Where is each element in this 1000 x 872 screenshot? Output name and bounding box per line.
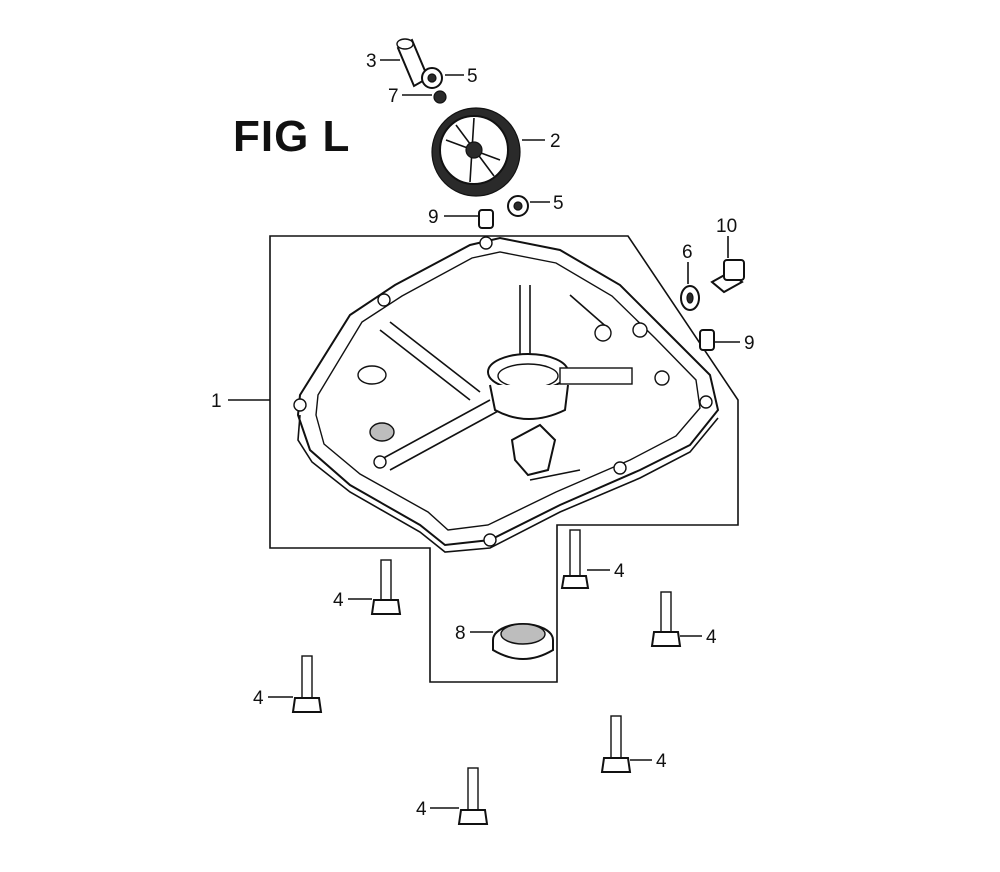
callout-9-right: 9 (744, 333, 755, 354)
clip[interactable] (433, 90, 447, 104)
bolt-e[interactable] (600, 715, 632, 773)
leader-lines (228, 59, 740, 809)
callout-4-f: 4 (416, 799, 427, 820)
bolt-a[interactable] (560, 529, 590, 589)
callout-7: 7 (388, 86, 399, 107)
bolt-d[interactable] (291, 655, 323, 713)
washer-lower[interactable] (507, 195, 529, 217)
callout-4-e: 4 (656, 751, 667, 772)
gear[interactable] (431, 107, 521, 197)
bolt-c[interactable] (650, 591, 682, 647)
callout-4-c: 4 (706, 627, 717, 648)
gasket-washer[interactable] (680, 285, 700, 311)
washer-top[interactable] (421, 67, 443, 89)
callout-8: 8 (455, 623, 466, 644)
crankcase-cover[interactable] (293, 236, 720, 553)
callout-6: 6 (682, 242, 693, 263)
bolt-b[interactable] (370, 559, 402, 615)
figure-title: FIG L (233, 112, 351, 161)
bolt-f[interactable] (457, 767, 489, 825)
callout-5-top: 5 (467, 66, 478, 87)
callout-4-b: 4 (333, 590, 344, 611)
pin[interactable] (396, 38, 430, 88)
dowel-pin-top[interactable] (478, 209, 494, 229)
assembly-group-outline (269, 235, 739, 683)
callout-5-lower: 5 (553, 193, 564, 214)
callout-9-top: 9 (428, 207, 439, 228)
callout-3: 3 (366, 51, 377, 72)
callout-1: 1 (211, 391, 222, 412)
drain-plug[interactable] (710, 259, 745, 294)
callout-2: 2 (550, 131, 561, 152)
callout-10: 10 (716, 216, 737, 237)
dowel-pin-right[interactable] (699, 329, 715, 351)
oil-seal[interactable] (492, 623, 554, 660)
callout-4-a: 4 (614, 561, 625, 582)
callout-4-d: 4 (253, 688, 264, 709)
